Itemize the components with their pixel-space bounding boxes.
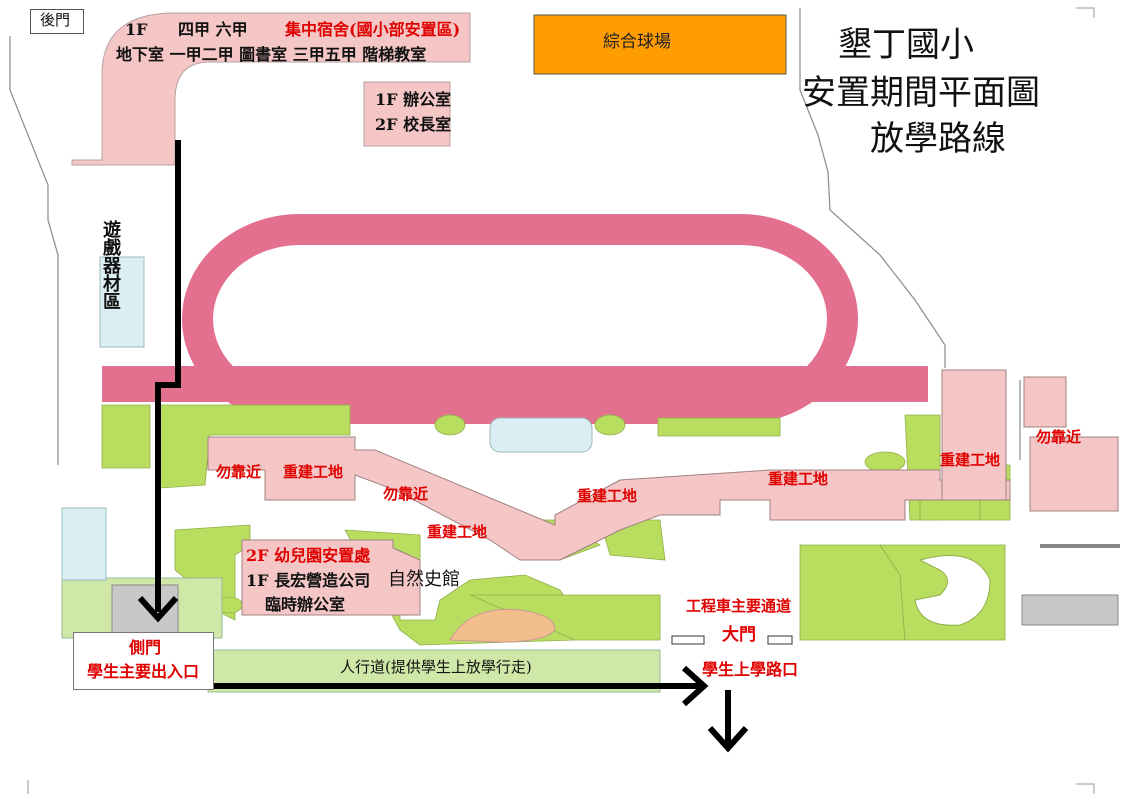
rebuild-buildings — [207, 369, 1119, 561]
map-title-line3: 放學路線 — [870, 119, 1006, 159]
map-title-line1: 墾丁國小 — [838, 25, 974, 65]
grass-ovals — [217, 414, 906, 614]
garden-white-path — [914, 555, 991, 626]
museum-label: 自然史館 — [388, 569, 460, 590]
pale-building-center — [489, 417, 593, 453]
playground-equipment-label: 遊戲器材區 — [100, 220, 121, 310]
pale-building-left — [61, 507, 107, 581]
map-title-line2: 安置期間平面圖 — [802, 73, 1040, 113]
keep-away-label-2: 勿靠近 — [383, 485, 429, 503]
keep-away-label-1: 勿靠近 — [216, 463, 262, 481]
sidewalk-label: 人行道(提供學生上放學行走) — [340, 658, 532, 676]
playground-equipment-area — [99, 256, 145, 348]
main-gate-posts — [671, 635, 793, 645]
rebuild-site-label-1: 重建工地 — [283, 463, 344, 481]
dorm-building — [71, 12, 471, 166]
student-route-arrows — [137, 140, 749, 753]
office-label-1f: 1F 辦公室 — [375, 90, 452, 109]
track-straight — [102, 366, 928, 402]
sports-field-label: 綜合球場 — [603, 32, 671, 52]
office-label-2f: 2F 校長室 — [375, 115, 452, 134]
running-track — [182, 214, 858, 424]
dorm-classes-label: 四甲 六甲 — [178, 20, 248, 39]
back-gate-label: 後門 — [40, 11, 71, 29]
dorm-note-label: 集中宿舍(國小部安置區) — [285, 20, 461, 39]
rebuild-site-label-5: 重建工地 — [940, 451, 1001, 469]
side-gate-label: 側門 — [129, 638, 162, 657]
back-gate-box — [30, 9, 84, 34]
campus-boundary — [9, 8, 1021, 465]
dorm-floor-label: 1F — [125, 20, 148, 39]
page-corner-marks — [27, 7, 1095, 794]
sports-field — [533, 14, 787, 75]
construction-company-label: 1F 長宏營造公司 — [246, 571, 371, 590]
main-gate-label: 大門 — [722, 625, 756, 645]
kindergarten-building — [241, 539, 421, 616]
sand-area — [449, 608, 556, 643]
rebuild-site-label-4: 重建工地 — [768, 470, 829, 488]
office-building — [363, 81, 451, 147]
main-entrance-label: 學生主要出入口 — [87, 662, 200, 681]
side-gate-building — [111, 584, 179, 641]
dorm-rooms-label: 地下室 一甲二甲 圖書室 三甲五甲 階梯教室 — [116, 45, 427, 64]
gray-building-right — [1021, 594, 1119, 626]
rebuild-site-label-2: 重建工地 — [427, 523, 488, 541]
keep-away-label-3: 勿靠近 — [1036, 428, 1082, 446]
kindergarten-label: 2F 幼兒園安置處 — [246, 546, 371, 565]
side-gate-box — [73, 632, 214, 690]
temp-office-label: 臨時辦公室 — [265, 595, 346, 614]
school-crossing-label: 學生上學路口 — [702, 660, 799, 679]
rebuild-site-label-3: 重建工地 — [577, 487, 638, 505]
truck-route-label: 工程車主要通道 — [686, 597, 792, 615]
